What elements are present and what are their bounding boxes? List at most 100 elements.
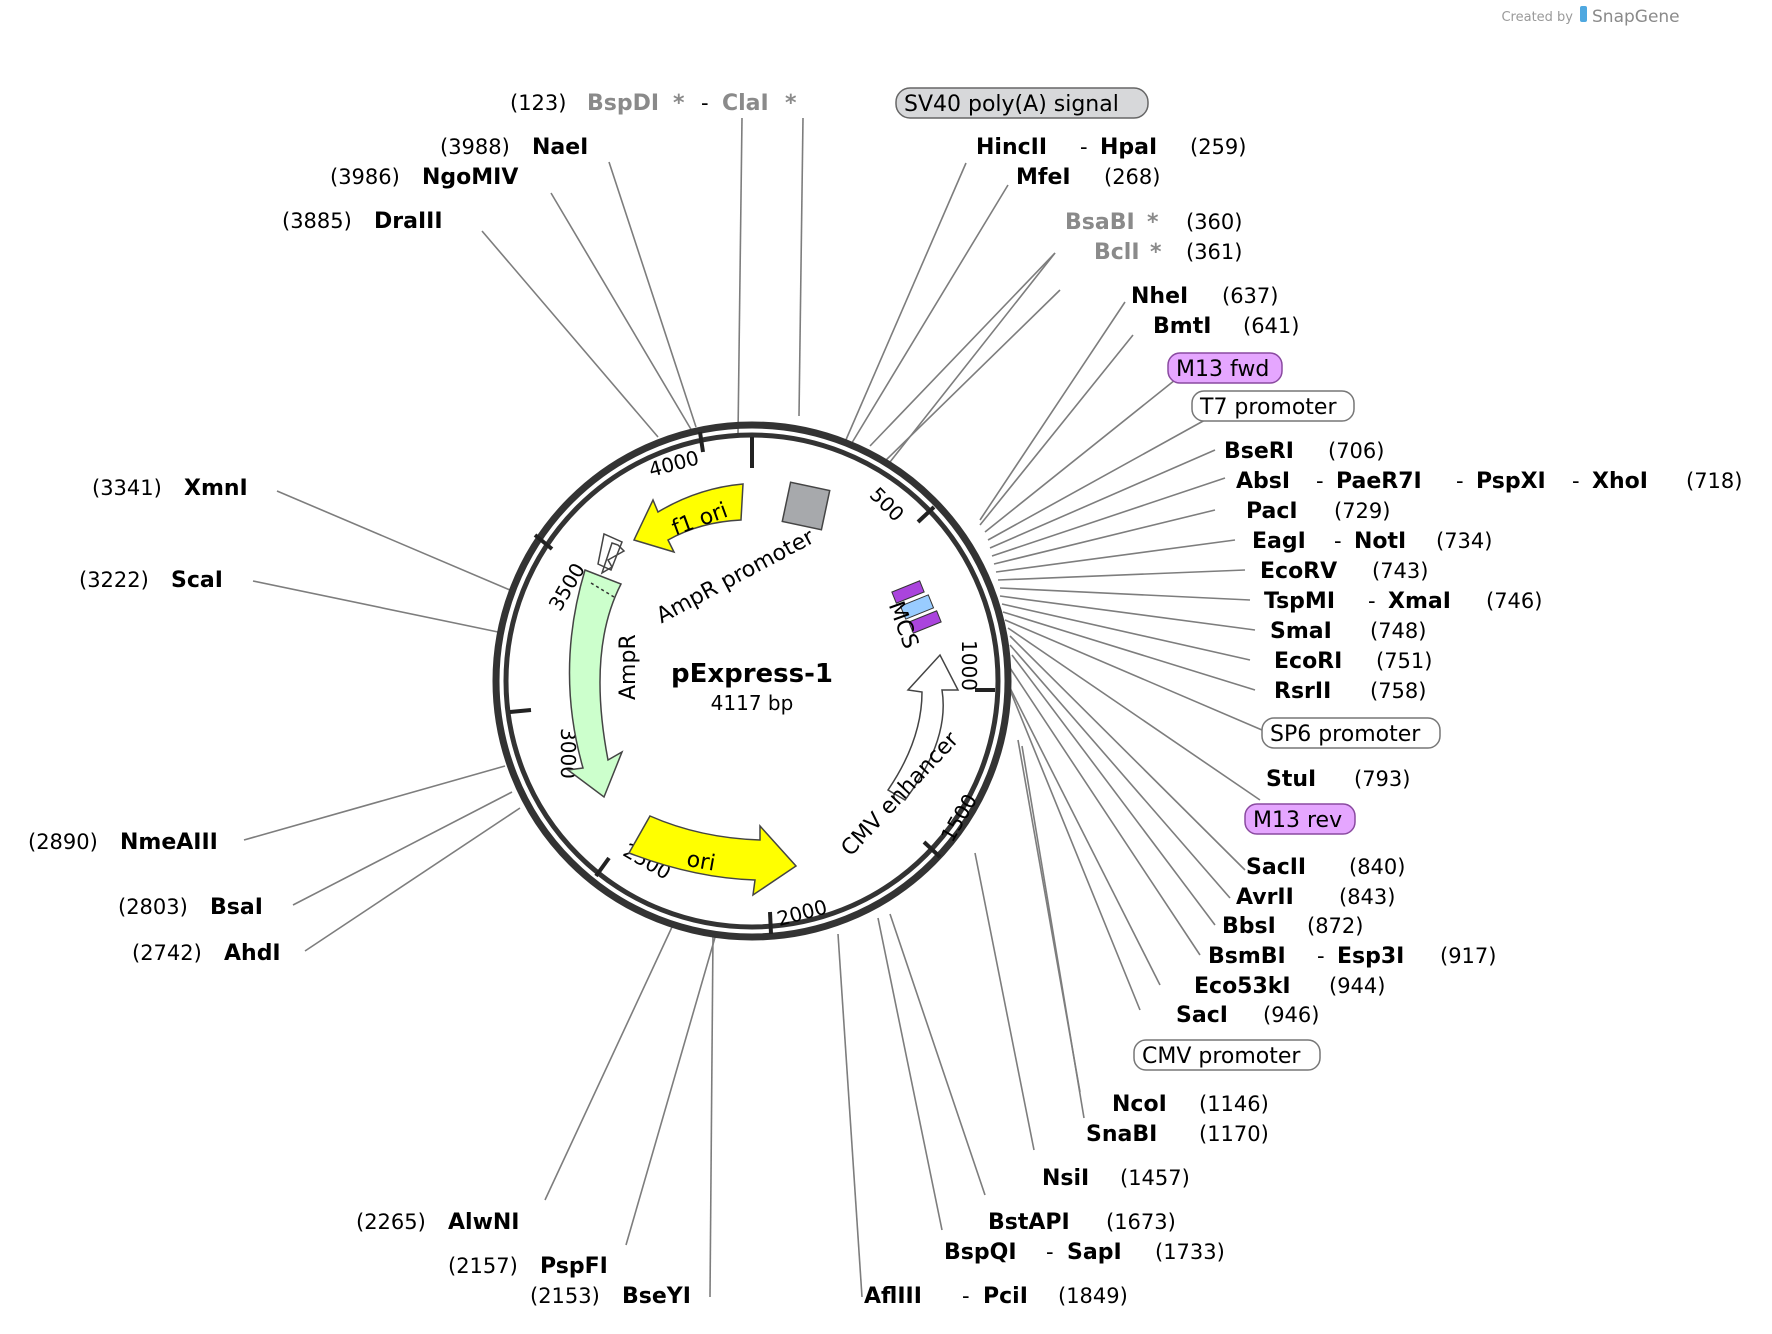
svg-text:-: - bbox=[962, 1284, 970, 1308]
site-eco53ki[interactable]: Eco53kI (944) bbox=[1194, 974, 1385, 999]
site-bsmbi-esp3i[interactable]: BsmBI - Esp3I (917) bbox=[1208, 944, 1496, 969]
backbone-ring bbox=[492, 421, 1012, 941]
svg-text:SacI: SacI bbox=[1176, 1003, 1228, 1028]
site-bcli[interactable]: BclI * (361) bbox=[1094, 240, 1242, 265]
site-ngomiv[interactable]: (3986) NgoMIV bbox=[330, 165, 518, 190]
svg-text:(748): (748) bbox=[1370, 619, 1426, 643]
ampr-feature[interactable]: AmpR bbox=[566, 569, 641, 799]
svg-text:NheI: NheI bbox=[1131, 284, 1188, 309]
site-nmeaiii[interactable]: (2890) NmeAIII bbox=[28, 830, 218, 855]
site-draiii[interactable]: (3885) DraIII bbox=[282, 209, 443, 234]
sv40-callout[interactable]: SV40 poly(A) signal bbox=[895, 87, 1149, 119]
svg-text:(637): (637) bbox=[1222, 284, 1278, 308]
site-smai[interactable]: SmaI (748) bbox=[1270, 619, 1426, 644]
ampr-promoter-arrow[interactable] bbox=[597, 532, 626, 575]
site-absi-xhoi[interactable]: AbsI - PaeR7I - PspXI - XhoI (718) bbox=[1236, 469, 1742, 494]
site-paci[interactable]: PacI (729) bbox=[1246, 499, 1390, 524]
credit-prefix: Created by bbox=[1501, 10, 1573, 25]
mcs-feature[interactable]: MCS bbox=[883, 580, 942, 652]
svg-text:BspDI: BspDI bbox=[587, 91, 659, 116]
site-bspqi-sapi[interactable]: BspQI - SapI (1733) bbox=[944, 1240, 1225, 1265]
site-ecorv[interactable]: EcoRV (743) bbox=[1260, 559, 1428, 584]
site-xmni[interactable]: (3341) XmnI bbox=[92, 476, 248, 501]
site-bbsi[interactable]: BbsI (872) bbox=[1222, 914, 1363, 939]
svg-text:(718): (718) bbox=[1686, 469, 1742, 493]
site-bstapi[interactable]: BstAPI (1673) bbox=[988, 1210, 1176, 1235]
svg-text:ScaI: ScaI bbox=[171, 568, 223, 593]
site-stui[interactable]: StuI (793) bbox=[1266, 767, 1410, 792]
site-avrii[interactable]: AvrII (843) bbox=[1236, 885, 1395, 910]
svg-text:*: * bbox=[1147, 210, 1159, 235]
ori-feature[interactable]: ori bbox=[627, 815, 798, 897]
site-nhei[interactable]: NheI (637) bbox=[1131, 284, 1278, 309]
site-bspdi-clai[interactable]: (123) BspDI * - ClaI * bbox=[510, 91, 797, 116]
site-saci[interactable]: SacI (946) bbox=[1176, 1003, 1319, 1028]
sp6-promoter-callout[interactable]: SP6 promoter bbox=[1261, 717, 1441, 749]
site-ecori[interactable]: EcoRI (751) bbox=[1274, 649, 1432, 674]
svg-text:(944): (944) bbox=[1329, 974, 1385, 998]
f1-ori-feature[interactable]: f1 ori bbox=[632, 483, 744, 554]
site-bsai[interactable]: (2803) BsaI bbox=[118, 895, 263, 920]
svg-text:(746): (746) bbox=[1486, 589, 1542, 613]
m13-fwd-callout[interactable]: M13 fwd bbox=[1167, 352, 1283, 384]
site-tspmi-xmai[interactable]: TspMI - XmaI (746) bbox=[1264, 589, 1542, 614]
svg-text:(2153): (2153) bbox=[530, 1284, 600, 1308]
svg-text:(758): (758) bbox=[1370, 679, 1426, 703]
site-alwni[interactable]: (2265) AlwNI bbox=[356, 1210, 520, 1235]
site-mfei[interactable]: MfeI (268) bbox=[1016, 165, 1160, 190]
svg-text:EagI: EagI bbox=[1252, 529, 1306, 554]
svg-text:(793): (793) bbox=[1354, 767, 1410, 791]
sv40-feature[interactable] bbox=[781, 481, 831, 531]
ori-label: ori bbox=[685, 847, 718, 877]
svg-text:PspFI: PspFI bbox=[540, 1254, 608, 1279]
svg-text:-: - bbox=[1316, 469, 1324, 493]
svg-text:(2157): (2157) bbox=[448, 1254, 518, 1278]
site-bseyi[interactable]: (2153) BseYI bbox=[530, 1284, 691, 1309]
site-rsrii[interactable]: RsrII (758) bbox=[1274, 679, 1426, 704]
site-bmti[interactable]: BmtI (641) bbox=[1153, 314, 1299, 339]
svg-text:PaeR7I: PaeR7I bbox=[1336, 469, 1422, 494]
svg-text:-: - bbox=[1456, 469, 1464, 493]
svg-text:PacI: PacI bbox=[1246, 499, 1298, 524]
svg-text:StuI: StuI bbox=[1266, 767, 1316, 792]
site-afliii-pcii[interactable]: AflIII - PciI (1849) bbox=[864, 1284, 1128, 1309]
site-nsii[interactable]: NsiI (1457) bbox=[1042, 1166, 1190, 1191]
m13-fwd-label: M13 fwd bbox=[1176, 357, 1269, 382]
site-bsabi[interactable]: BsaBI * (360) bbox=[1065, 210, 1242, 235]
site-hincii-hpai[interactable]: HincII - HpaI (259) bbox=[976, 135, 1246, 160]
svg-text:HpaI: HpaI bbox=[1100, 135, 1157, 160]
svg-text:(1146): (1146) bbox=[1199, 1092, 1269, 1116]
sv40-callout-label: SV40 poly(A) signal bbox=[904, 92, 1119, 117]
svg-text:(3986): (3986) bbox=[330, 165, 400, 189]
svg-text:NsiI: NsiI bbox=[1042, 1166, 1089, 1191]
svg-text:AvrII: AvrII bbox=[1236, 885, 1294, 910]
svg-text:EcoRI: EcoRI bbox=[1274, 649, 1342, 674]
site-sacii[interactable]: SacII (840) bbox=[1246, 855, 1405, 880]
svg-text:BclI: BclI bbox=[1094, 240, 1140, 265]
svg-text:(2803): (2803) bbox=[118, 895, 188, 919]
svg-text:BsaI: BsaI bbox=[210, 895, 263, 920]
svg-text:(1170): (1170) bbox=[1199, 1122, 1269, 1146]
svg-text:BspQI: BspQI bbox=[944, 1240, 1017, 1265]
svg-text:(259): (259) bbox=[1190, 135, 1246, 159]
t7-promoter-callout[interactable]: T7 promoter bbox=[1191, 390, 1355, 422]
cmv-promoter-callout[interactable]: CMV promoter bbox=[1133, 1039, 1321, 1071]
svg-text:-: - bbox=[1080, 135, 1088, 159]
site-naei[interactable]: (3988) NaeI bbox=[440, 135, 588, 160]
site-ncoi[interactable]: NcoI (1146) bbox=[1112, 1092, 1269, 1117]
tick-marks bbox=[509, 431, 995, 935]
m13-rev-callout[interactable]: M13 rev bbox=[1244, 803, 1356, 835]
svg-text:*: * bbox=[673, 91, 685, 116]
site-eagi-noti[interactable]: EagI - NotI (734) bbox=[1252, 529, 1492, 554]
site-ahdi[interactable]: (2742) AhdI bbox=[132, 941, 281, 966]
snapgene-credit[interactable]: Created by SnapGene bbox=[1501, 6, 1680, 27]
site-scai[interactable]: (3222) ScaI bbox=[79, 568, 223, 593]
svg-text:-: - bbox=[1368, 589, 1376, 613]
svg-text:XhoI: XhoI bbox=[1592, 469, 1648, 494]
site-snabi[interactable]: SnaBI (1170) bbox=[1086, 1122, 1269, 1147]
site-bseri[interactable]: BseRI (706) bbox=[1224, 439, 1384, 464]
svg-text:PspXI: PspXI bbox=[1476, 469, 1546, 494]
svg-text:XmaI: XmaI bbox=[1388, 589, 1451, 614]
site-pspfi[interactable]: (2157) PspFI bbox=[448, 1254, 608, 1279]
t7-promoter-label: T7 promoter bbox=[1199, 395, 1337, 420]
